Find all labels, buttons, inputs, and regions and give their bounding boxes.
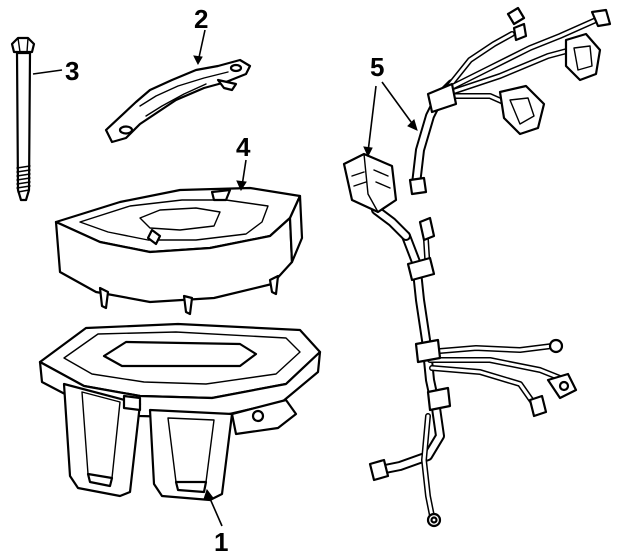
callout-1: 1 <box>214 527 228 557</box>
battery-cable-harness <box>342 6 612 528</box>
leader-line-5b <box>367 85 377 153</box>
hold-down-bracket <box>104 58 252 144</box>
leader-line-3 <box>32 69 63 75</box>
battery-insulator-cover <box>54 186 304 316</box>
battery-tray <box>38 322 322 502</box>
leader-line-5a <box>381 81 415 127</box>
leader-line-1 <box>207 493 223 527</box>
callout-5: 5 <box>370 52 384 82</box>
bolt <box>10 36 36 202</box>
callout-4: 4 <box>236 132 251 162</box>
callout-2: 2 <box>194 4 208 34</box>
callout-3: 3 <box>65 56 79 86</box>
